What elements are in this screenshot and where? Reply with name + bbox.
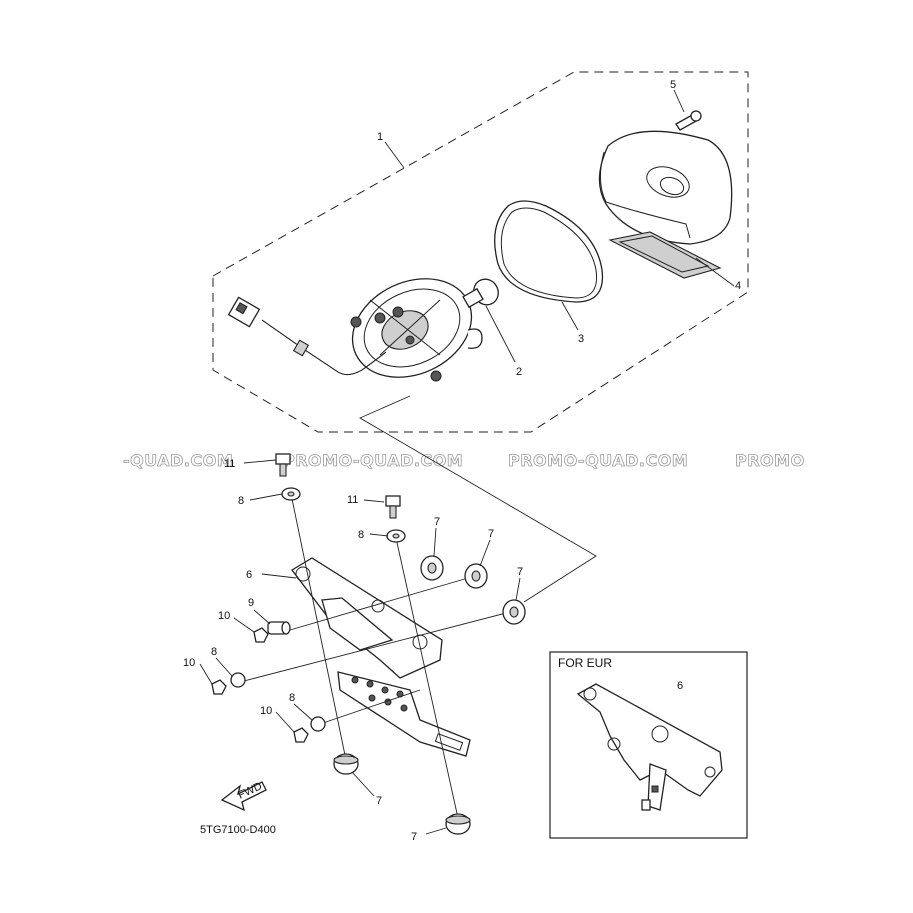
callout-8a: 8 <box>238 495 244 507</box>
callout-10b: 10 <box>183 657 195 669</box>
watermark-text: PROMO-QUAD.COM <box>508 451 688 470</box>
callout-numbers: 1 2 3 4 5 6 7 7 7 7 7 8 8 8 8 9 10 10 10… <box>183 79 741 843</box>
grommet-7d <box>333 753 359 775</box>
callout-11b: 11 <box>347 494 358 506</box>
callout-11a: 11 <box>224 458 235 470</box>
washer-8b-hole <box>392 533 400 539</box>
license-bracket <box>291 557 471 757</box>
washer-8c <box>230 672 246 688</box>
grommet-7c <box>502 599 526 625</box>
callout-3: 3 <box>578 333 584 345</box>
nut-10b <box>211 679 227 695</box>
watermark-text: PROMO <box>735 451 805 470</box>
callout-6b: 6 <box>677 680 683 692</box>
assembly-boundary <box>212 71 749 433</box>
callout-7e: 7 <box>411 831 417 843</box>
bolt-11b <box>385 495 401 519</box>
callout-10c: 10 <box>260 705 272 717</box>
washer-8d <box>310 716 326 732</box>
grommet-7e <box>445 813 471 835</box>
watermark-text: -QUAD.COM <box>123 451 233 470</box>
callout-7b: 7 <box>488 528 494 540</box>
tail-lens <box>598 130 733 279</box>
bolt-11a <box>275 453 291 477</box>
callout-8b: 8 <box>358 529 364 541</box>
inset-title: FOR EUR <box>558 656 612 670</box>
eur-bracket <box>576 683 723 811</box>
eur-inset: FOR EUR 6 <box>549 651 748 839</box>
nut-10c <box>293 727 309 743</box>
callout-9: 9 <box>248 597 254 609</box>
callout-7d: 7 <box>376 795 382 807</box>
nut-10a <box>253 627 269 643</box>
wire-harness <box>227 296 387 376</box>
diagram-code: 5TG7100-D400 <box>200 824 276 836</box>
watermark-strip: -QUAD.COM PROMO-QUAD.COM PROMO-QUAD.COM … <box>123 451 805 471</box>
grommet-7b <box>464 563 488 589</box>
washer-8a-hole <box>287 491 295 497</box>
callout-8c: 8 <box>211 646 217 658</box>
callout-1: 1 <box>377 131 383 143</box>
fwd-arrow-icon: FWD <box>220 780 267 812</box>
callout-7c: 7 <box>517 566 523 578</box>
watermark-text: PROMO-QUAD.COM <box>283 451 463 470</box>
gasket <box>494 200 604 303</box>
callout-5: 5 <box>670 79 676 91</box>
assembly-lines <box>239 493 511 819</box>
callout-2: 2 <box>516 366 522 378</box>
callout-8d: 8 <box>289 692 295 704</box>
mount-link-line <box>359 395 597 603</box>
callout-6: 6 <box>246 569 252 581</box>
collar-9 <box>267 621 291 635</box>
lamp-base-housing <box>350 278 483 382</box>
grommet-7a <box>420 555 444 581</box>
callout-4: 4 <box>735 280 741 292</box>
callout-7a: 7 <box>434 516 440 528</box>
bulb <box>462 278 499 309</box>
callout-10a: 10 <box>218 610 230 622</box>
lens-screw <box>675 110 702 131</box>
